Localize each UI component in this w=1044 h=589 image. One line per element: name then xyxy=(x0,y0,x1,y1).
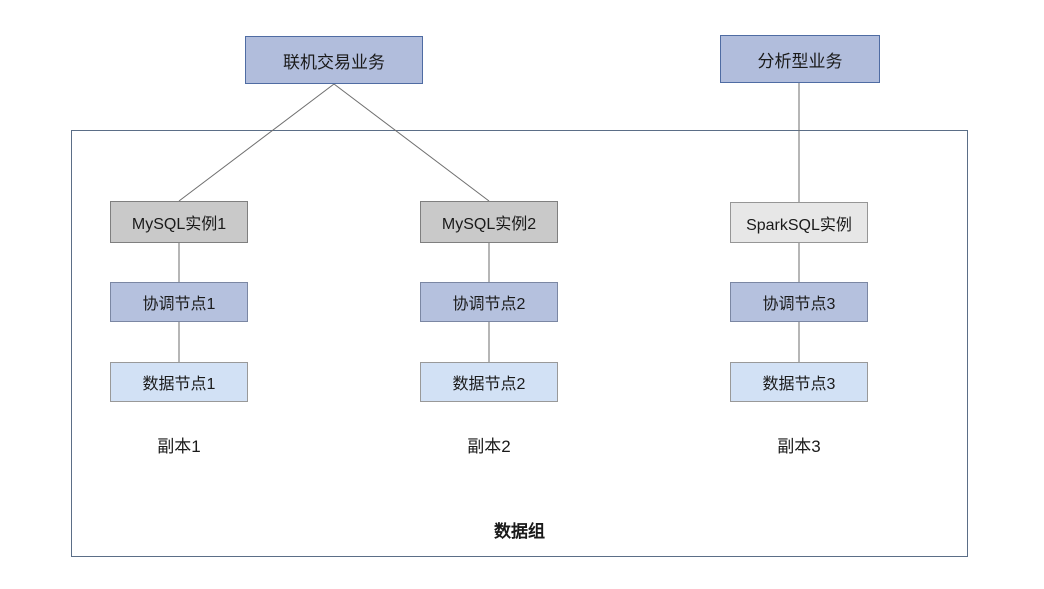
instance-box-mysql1: MySQL实例1 xyxy=(110,201,248,243)
coordinator-box-1: 协调节点1 xyxy=(110,282,248,322)
replica-label-3: 副本3 xyxy=(777,437,821,456)
replica-label-1: 副本1 xyxy=(157,437,201,456)
instance-box-sparksql: SparkSQL实例 xyxy=(730,202,868,243)
instance-box-mysql2: MySQL实例2 xyxy=(420,201,558,243)
coordinator-box-3: 协调节点3 xyxy=(730,282,868,322)
data-group-container xyxy=(71,130,968,557)
data-group-label: 数据组 xyxy=(494,522,545,541)
coordinator-box-2: 协调节点2 xyxy=(420,282,558,322)
datanode-box-1: 数据节点1 xyxy=(110,362,248,402)
replica-label-2: 副本2 xyxy=(467,437,511,456)
datanode-box-3: 数据节点3 xyxy=(730,362,868,402)
datanode-box-2: 数据节点2 xyxy=(420,362,558,402)
business-box-online-transaction: 联机交易业务 xyxy=(245,36,423,84)
business-box-analytical: 分析型业务 xyxy=(720,35,880,83)
